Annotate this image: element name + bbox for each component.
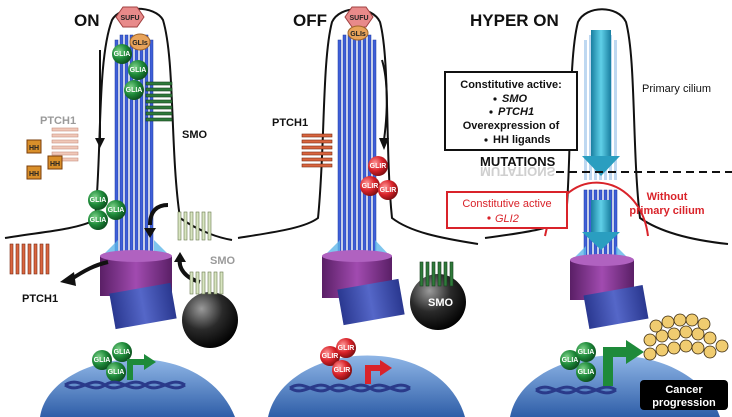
smo-label-top: SMO [182, 129, 208, 141]
glia-group-nucleus: GLIA GLIA GLIA [92, 342, 132, 382]
glir-group-cilium: GLIR GLIR GLIR [360, 156, 398, 200]
panel-hyper-on: MUTATIONS MUTATIONS Constitutive active:… [444, 8, 732, 417]
svg-text:GLIA: GLIA [130, 67, 147, 74]
glis-protein [129, 33, 151, 51]
cyan-arrow-bottom [591, 200, 611, 234]
mutations-reflection: MUTATIONS [480, 164, 556, 179]
centriole-off [337, 278, 405, 326]
svg-text:GLIA: GLIA [562, 357, 579, 364]
box1-item-hh: HH ligands [493, 134, 550, 146]
centriole-hyper [583, 285, 649, 329]
svg-text:GLIA: GLIA [108, 207, 125, 214]
svg-text:HH: HH [50, 161, 60, 168]
cancer-label-1: Cancer [665, 384, 703, 396]
box1-item-smo: SMO [502, 93, 528, 105]
centriole [109, 282, 177, 330]
sufu-label: SUFU [120, 15, 139, 22]
ptch1-label-top: PTCH1 [40, 115, 76, 127]
svg-text:GLIA: GLIA [90, 197, 107, 204]
smo-receptor-membrane [177, 211, 212, 241]
ptch1-receptor-bottom [9, 243, 50, 275]
svg-text:GLIR: GLIR [334, 367, 351, 374]
ptch1-label-off: PTCH1 [272, 117, 308, 129]
constitutive-active-box [444, 71, 578, 151]
box1-title: Constitutive active: [460, 79, 561, 91]
smo-receptor-off [419, 261, 454, 287]
box1-overexpression: Overexpression of [463, 120, 560, 132]
ptch1-receptor-off [301, 133, 333, 168]
ptch1-label-bottom: PTCH1 [22, 293, 58, 305]
svg-text:HH: HH [29, 171, 39, 178]
svg-text:GLIA: GLIA [90, 217, 107, 224]
box2-title: Constitutive active [462, 198, 551, 210]
glia-group-mid: GLIA GLIA GLIA [88, 190, 126, 230]
transcription-hyper-arrow [603, 347, 628, 386]
without-label-2: primary cilium [629, 205, 704, 217]
primary-cilium-label: Primary cilium [642, 83, 711, 95]
mutations-label: MUTATIONS [480, 154, 556, 169]
smo-receptor-top [145, 81, 173, 122]
hh-ligands: HH HH HH [26, 139, 63, 180]
svg-text:GLIA: GLIA [126, 87, 143, 94]
box2-item-gli2: GLI2 [495, 213, 519, 225]
cyan-arrow-top [591, 30, 611, 158]
gli2-box [446, 191, 568, 229]
glir-group-nucleus: GLIR GLIR GLIR [320, 338, 356, 380]
svg-text:GLIA: GLIA [114, 349, 131, 356]
svg-text:GLIR: GLIR [380, 187, 397, 194]
ptch1-receptor-faded [51, 127, 79, 162]
panel-on: SUFU GLIs GLIA GLIA GLIA GLIA GLIA GLIA … [4, 6, 238, 417]
transcription-off-arrow [365, 365, 382, 384]
box1-item-ptch1: PTCH1 [498, 106, 534, 118]
svg-text:HH: HH [29, 145, 39, 152]
glia-group-hyper: GLIA GLIA GLIA [560, 342, 596, 382]
without-label-1: Without [647, 191, 688, 203]
svg-text:GLIR: GLIR [338, 345, 355, 352]
svg-text:GLIR: GLIR [370, 163, 387, 170]
sufu-label-off: SUFU [349, 15, 368, 22]
panel-title-on: ON [74, 11, 100, 30]
vesicle-off [410, 274, 466, 330]
smo-label-off: SMO [428, 297, 454, 309]
glia-group-top: GLIA GLIA GLIA [112, 44, 148, 100]
svg-text:GLIA: GLIA [114, 51, 131, 58]
svg-text:GLIR: GLIR [322, 353, 339, 360]
panel-title-hyper: HYPER ON [470, 11, 559, 30]
glis-label: GLIs [132, 40, 148, 47]
arrow-smo-entry [148, 203, 169, 226]
svg-text:GLIR: GLIR [362, 183, 379, 190]
sufu-protein [115, 6, 145, 28]
svg-text:GLIA: GLIA [578, 369, 595, 376]
transcription-on-arrow [127, 359, 146, 380]
vesicle-on [182, 292, 238, 348]
svg-text:GLIA: GLIA [578, 349, 595, 356]
glis-label-off: GLIs [350, 31, 366, 38]
axoneme-off [337, 34, 377, 259]
smo-label-bottom: SMO [210, 255, 236, 267]
panel-title-off: OFF [293, 11, 327, 30]
svg-text:GLIA: GLIA [108, 369, 125, 376]
cancer-progression-label-box [640, 380, 728, 410]
panel-off: SUFU GLIs GLIR GLIR GLIR GLIR GLIR GLIR [237, 6, 479, 417]
svg-text:GLIA: GLIA [94, 357, 111, 364]
cancer-label-2: progression [652, 397, 716, 409]
cancer-cell-cluster [643, 313, 729, 361]
